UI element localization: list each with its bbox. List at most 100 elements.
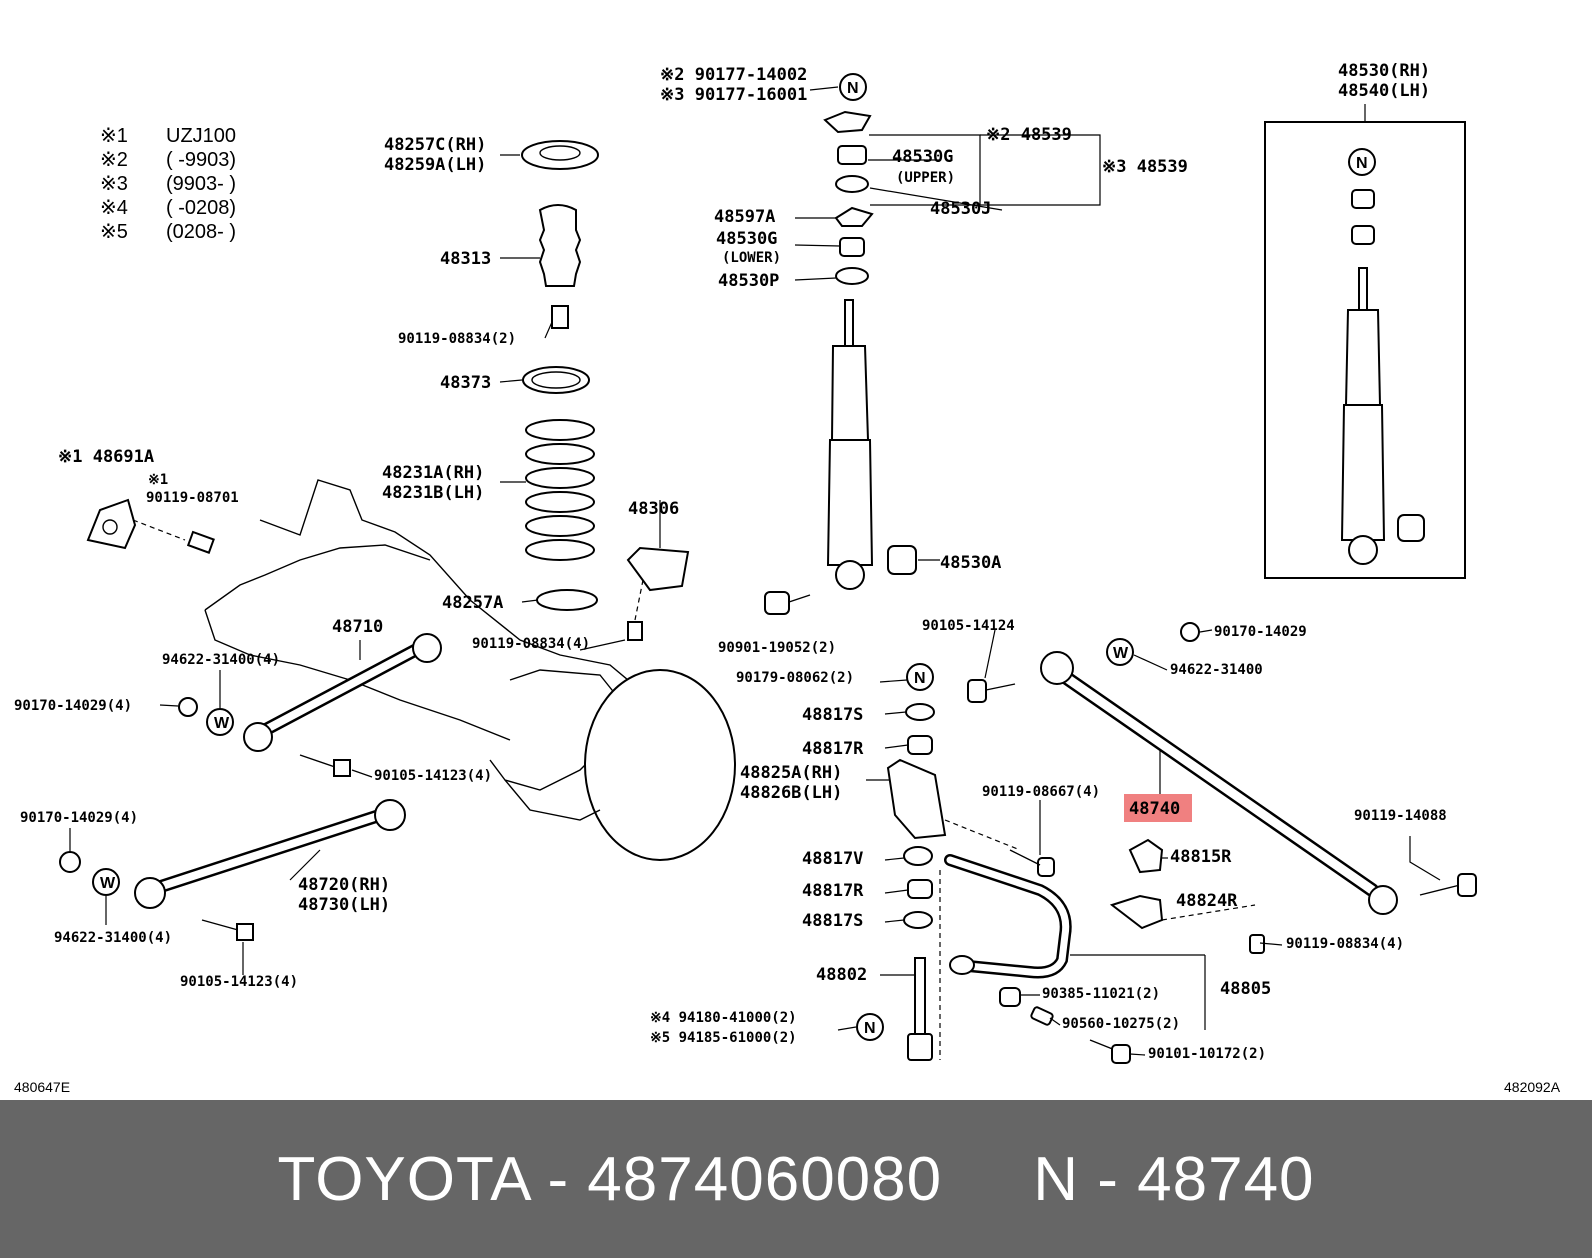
shock-rod-icon <box>1358 267 1368 311</box>
label-48530g-upper-note: (UPPER) <box>896 170 955 186</box>
label-48817v[interactable]: 48817V <box>802 849 863 869</box>
label-90119-08701[interactable]: 90119-08701 <box>146 490 239 506</box>
label-48530-rh[interactable]: 48530(RH) <box>1338 61 1430 81</box>
label-90170-14029-4b[interactable]: 90170-14029(4) <box>20 810 138 826</box>
label-90179-08062[interactable]: 90179-08062(2) <box>736 670 854 686</box>
label-48805[interactable]: 48805 <box>1220 979 1271 999</box>
label-48539-a[interactable]: ※2 48539 <box>986 125 1072 145</box>
label-90119-08834-4[interactable]: 90119-08834(4) <box>472 636 590 652</box>
label-48691a[interactable]: ※1 48691A <box>58 447 154 467</box>
shock-rod-icon <box>844 299 854 347</box>
label-90119-08834-4c[interactable]: 90119-08834(4) <box>1286 936 1404 952</box>
legend-text-3: (9903- ) <box>166 173 236 195</box>
washer-badge-icon <box>206 708 234 736</box>
shock-eye-icon <box>835 560 865 590</box>
label-48540-lh[interactable]: 48540(LH) <box>1338 81 1430 101</box>
label-48530j[interactable]: 48530J <box>930 199 991 219</box>
nut-badge-icon <box>906 663 934 691</box>
label-90177-16001[interactable]: ※3 90177-16001 <box>660 85 807 105</box>
upper-nut-washer-icon <box>823 110 872 134</box>
washer-badge-letter: W <box>1113 645 1129 662</box>
label-48817r-b[interactable]: 48817R <box>802 881 864 901</box>
label-90101-10172[interactable]: 90101-10172(2) <box>1148 1046 1266 1062</box>
highlight-box <box>1124 794 1192 822</box>
label-90119-08834-2[interactable]: 90119-08834(2) <box>398 331 516 347</box>
nut-icon <box>178 697 198 717</box>
label-48259a[interactable]: 48259A(LH) <box>384 155 486 175</box>
label-48817s-b[interactable]: 48817S <box>802 911 863 931</box>
label-94180-41000[interactable]: ※4 94180-41000(2) <box>650 1010 797 1026</box>
retainer-48530p-icon <box>835 267 869 285</box>
bracket-48824r-icon <box>1109 894 1164 930</box>
label-48530g-upper[interactable]: 48530G <box>892 147 953 167</box>
bolt-icon <box>1111 1044 1131 1064</box>
stabilizer-link-icon <box>914 957 926 1039</box>
label-90105-14123-4b[interactable]: 90105-14123(4) <box>180 974 298 990</box>
link-end-icon <box>907 1033 933 1061</box>
label-48826b[interactable]: 48826B(LH) <box>740 783 842 803</box>
label-94622-31400[interactable]: 94622-31400 <box>1170 662 1263 678</box>
label-48257a[interactable]: 48257A <box>442 593 503 613</box>
bushing-48530g-lower-icon <box>839 237 865 257</box>
leader-lines <box>69 86 1441 1056</box>
label-48231a[interactable]: 48231A(RH) <box>382 463 484 483</box>
label-48720[interactable]: 48720(RH) <box>298 875 390 895</box>
label-90119-08701-mark: ※1 <box>148 472 168 488</box>
cushion-48817s-icon <box>905 703 935 721</box>
label-90170-14029[interactable]: 90170-14029 <box>1214 624 1307 640</box>
bolt-icon <box>1457 873 1477 897</box>
nut-badge-letter: N <box>847 80 859 97</box>
bolt-icon <box>186 530 215 554</box>
label-48539-b[interactable]: ※3 48539 <box>1102 157 1188 177</box>
label-90105-14124[interactable]: 90105-14124 <box>922 618 1015 634</box>
label-48825a[interactable]: 48825A(RH) <box>740 763 842 783</box>
label-48710[interactable]: 48710 <box>332 617 383 637</box>
bolt-icon <box>1249 934 1265 954</box>
label-48373[interactable]: 48373 <box>440 373 491 393</box>
shock-lower-body-icon <box>826 439 874 566</box>
label-48730[interactable]: 48730(LH) <box>298 895 390 915</box>
label-48802[interactable]: 48802 <box>816 965 867 985</box>
label-48530g-lower-note: (LOWER) <box>722 250 781 266</box>
label-48530p[interactable]: 48530P <box>718 271 779 291</box>
label-48306[interactable]: 48306 <box>628 499 679 519</box>
nut-icon <box>59 851 81 873</box>
nut-badge-letter: N <box>914 670 926 687</box>
label-94185-61000[interactable]: ※5 94185-61000(2) <box>650 1030 797 1046</box>
lower-arm-bushing-icon <box>134 877 166 909</box>
label-48257c[interactable]: 48257C(RH) <box>384 135 486 155</box>
label-48530g-lower[interactable]: 48530G <box>716 229 777 249</box>
label-48817s-a[interactable]: 48817S <box>802 705 863 725</box>
label-94622-31400-4b[interactable]: 94622-31400(4) <box>54 930 172 946</box>
bolt-icon <box>627 621 643 641</box>
washer-badge-letter: W <box>214 715 230 732</box>
label-90177-14002[interactable]: ※2 90177-14002 <box>660 65 807 85</box>
label-48313[interactable]: 48313 <box>440 249 491 269</box>
label-94622-31400-4a[interactable]: 94622-31400(4) <box>162 652 280 668</box>
bushing-48530a-icon <box>887 545 917 575</box>
label-90901-19052[interactable]: 90901-19052(2) <box>718 640 836 656</box>
washer-badge-icon <box>92 868 120 896</box>
label-48740[interactable]: 48740 <box>1129 799 1180 819</box>
label-48817r-a[interactable]: 48817R <box>802 739 864 759</box>
washer-badge-icon <box>1106 638 1134 666</box>
label-90105-14123-4a[interactable]: 90105-14123(4) <box>374 768 492 784</box>
label-90385-11021[interactable]: 90385-11021(2) <box>1042 986 1160 1002</box>
label-48815r[interactable]: 48815R <box>1170 847 1232 867</box>
label-48530a[interactable]: 48530A <box>940 553 1001 573</box>
label-48824r[interactable]: 48824R <box>1176 891 1238 911</box>
legend-mark-1: ※1 <box>100 125 128 147</box>
label-48231b[interactable]: 48231B(LH) <box>382 483 484 503</box>
label-90170-14029-4a[interactable]: 90170-14029(4) <box>14 698 132 714</box>
cushion-48817s-icon <box>903 911 933 929</box>
diagram-code-left: 480647E <box>14 1079 70 1095</box>
footer-bar: TOYOTA - 4874060080 N - 48740 <box>0 1100 1592 1258</box>
label-48597a[interactable]: 48597A <box>714 207 775 227</box>
nut-badge-icon <box>856 1013 884 1041</box>
bushing-48815r-icon <box>1128 838 1164 874</box>
label-90560-10275[interactable]: 90560-10275(2) <box>1062 1016 1180 1032</box>
upper-spring-seat-icon <box>521 140 599 170</box>
label-90119-08667[interactable]: 90119-08667(4) <box>982 784 1100 800</box>
cushion-48817r-icon <box>907 879 933 899</box>
label-90119-14088[interactable]: 90119-14088 <box>1354 808 1447 824</box>
